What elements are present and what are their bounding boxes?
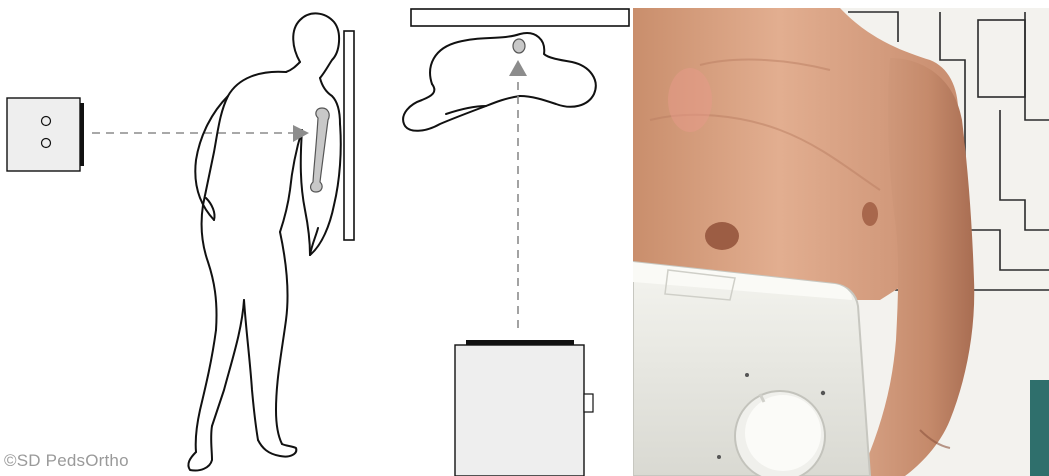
humerus-section-icon bbox=[513, 39, 525, 53]
xray-tube-side-icon bbox=[7, 98, 84, 171]
patient-axial-top-view-icon bbox=[403, 33, 596, 131]
xray-tube-top-icon bbox=[455, 340, 593, 476]
nipple-photo bbox=[705, 222, 739, 250]
detector-plate-side-icon bbox=[344, 31, 354, 240]
nipple-photo bbox=[862, 202, 878, 226]
copyright-credit: ©SD PedsOrtho bbox=[4, 451, 129, 471]
beam-arrowhead-top-icon bbox=[509, 60, 527, 76]
patient-positioning-photo bbox=[633, 8, 1049, 476]
top-view-panel bbox=[403, 9, 629, 476]
detector-plate-top-icon bbox=[411, 9, 629, 26]
standing-patient-lateral-icon bbox=[188, 13, 340, 470]
side-view-panel bbox=[7, 13, 354, 470]
humerus-bone-icon bbox=[311, 108, 330, 192]
